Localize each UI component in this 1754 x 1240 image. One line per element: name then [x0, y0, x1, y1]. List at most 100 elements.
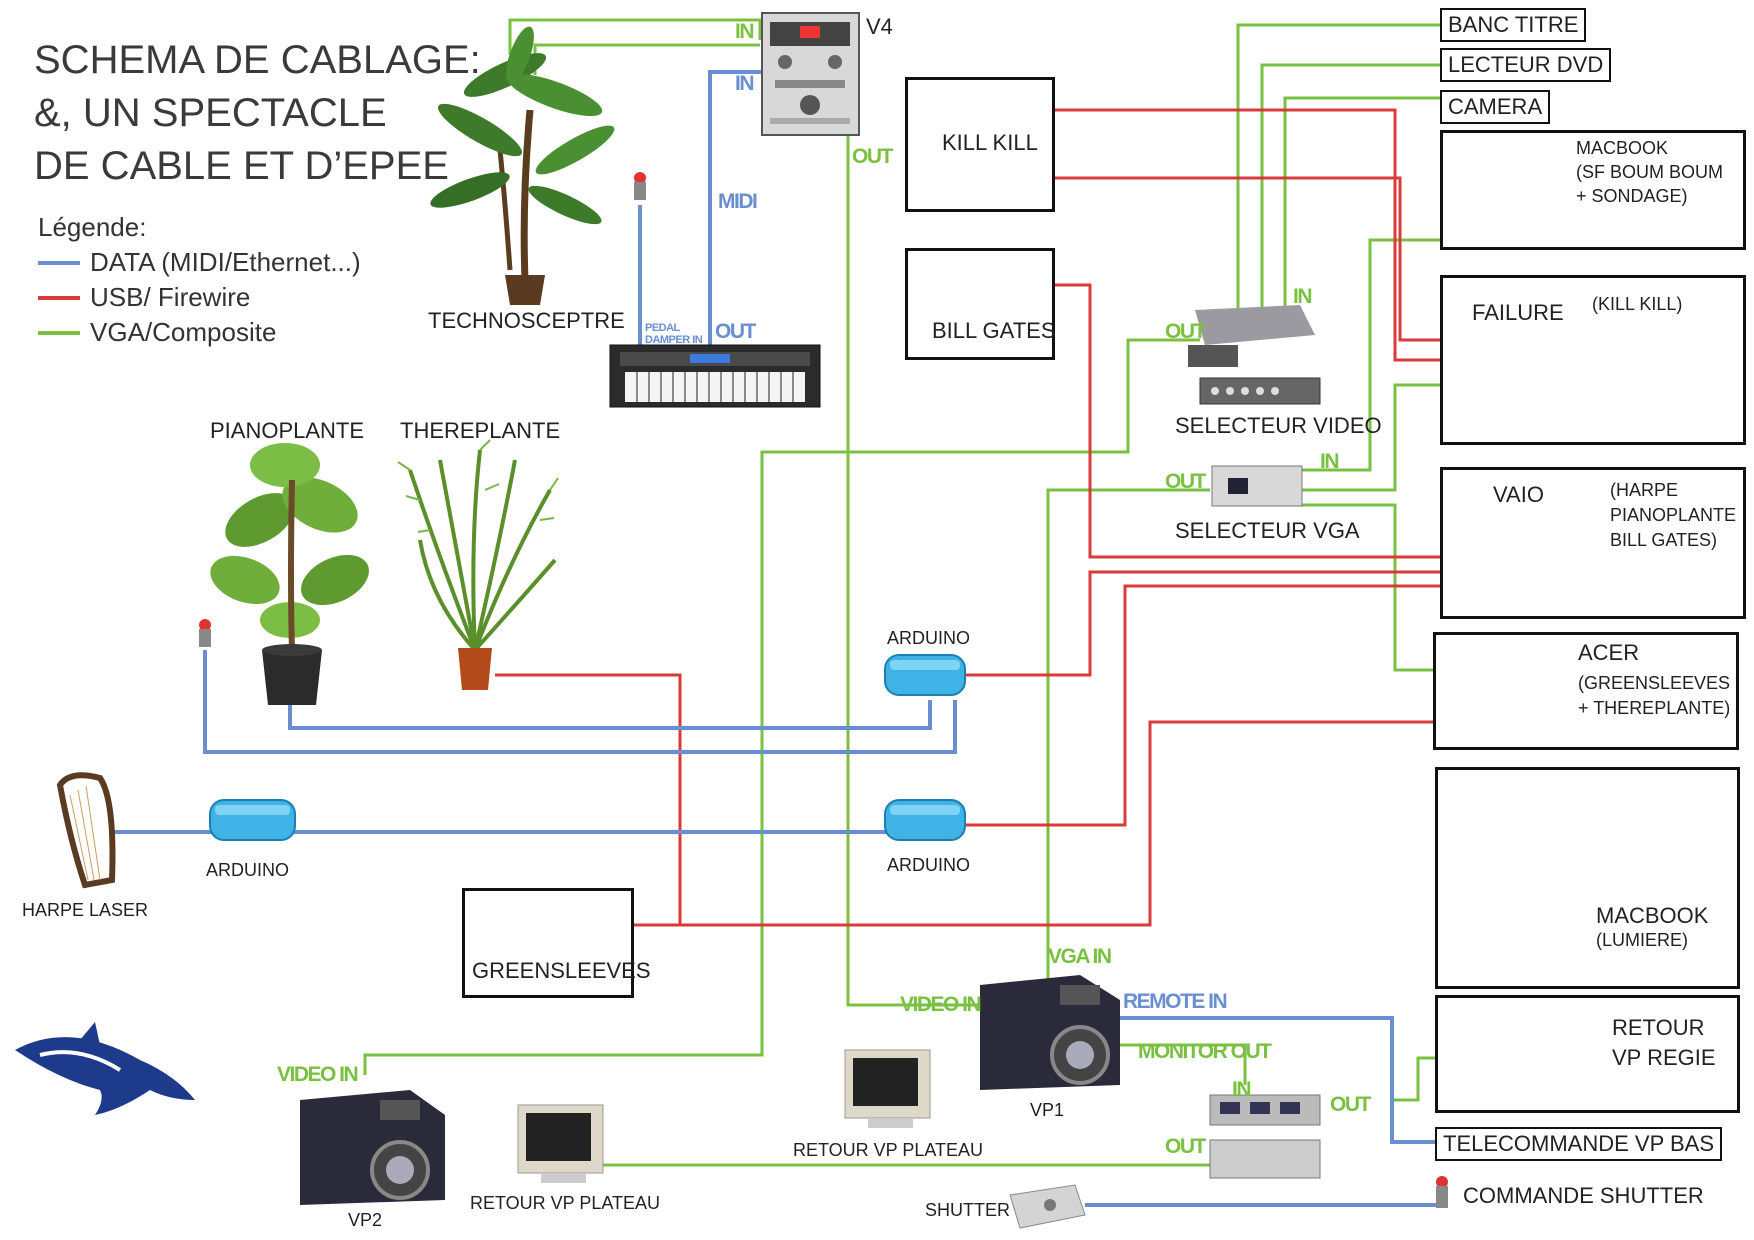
banc-titre-label: BANC TITRE: [1440, 8, 1587, 42]
cable-pianoplante-arduino: [288, 700, 932, 730]
selecteur-vga-device: [1211, 465, 1303, 507]
cable-selecteur-video-vp2: [363, 338, 1200, 1075]
vaio-note1: (HARPE: [1610, 480, 1679, 500]
cable-lecteur-dvd: [1260, 63, 1440, 310]
selecteur-video-label: SELECTEUR VIDEO: [1175, 413, 1382, 438]
legend-item-vga: VGA/Composite: [38, 315, 361, 350]
arduino-label-2: ARDUINO: [887, 855, 971, 875]
shutter-device: [1009, 1184, 1086, 1229]
port-selecteur-video-in: IN: [1293, 285, 1313, 308]
vaio-label: VAIO: [1493, 482, 1544, 507]
harpe-laser-label: HARPE LASER: [22, 900, 149, 920]
cable-thereplante-acer: [495, 673, 682, 925]
vaio-note2: PIANOPLANTE: [1610, 505, 1737, 525]
vp2-projector: [300, 1090, 445, 1205]
arduino-label-3: ARDUINO: [206, 860, 290, 880]
cable-selecteur-vga-vp1: [1046, 488, 1210, 980]
port-pedal-1: PEDAL: [645, 322, 680, 334]
technosceptre-label: TECHNOSCEPTRE: [428, 308, 625, 333]
selecteur-video-device: [1188, 305, 1321, 405]
lecteur-dvd-label: LECTEUR DVD: [1440, 48, 1612, 82]
technosceptre-plant: [430, 26, 615, 305]
cable-midi: [708, 70, 762, 355]
macbook-lumiere-box: [1435, 767, 1740, 989]
bill-gates-box: [905, 248, 1055, 360]
v4-label: V4: [866, 14, 893, 39]
pianoplante-label: PIANOPLANTE: [210, 418, 365, 443]
failure-label: FAILURE: [1472, 300, 1564, 325]
cable-v4-vp1-video: [846, 130, 985, 1007]
greensleeves-box: [462, 888, 634, 998]
push-button-small: [634, 172, 646, 200]
port-vp1-vga-in: VGA IN: [1048, 945, 1112, 968]
retour-vp-plateau-label-2: RETOUR VP PLATEAU: [470, 1193, 661, 1213]
legend-swatch-data: [38, 260, 80, 265]
vga-splitter-device: [1209, 1094, 1321, 1179]
macbook1-title: MACBOOK: [1576, 138, 1669, 158]
port-v4-out: OUT: [852, 145, 893, 168]
telecommande-label: TELECOMMANDE VP BAS: [1435, 1127, 1722, 1161]
retour-vp-plateau-label-1: RETOUR VP PLATEAU: [793, 1140, 984, 1160]
diagram-title: SCHEMA DE CABLAGE: &, UN SPECTACLE DE CA…: [34, 34, 481, 193]
cable-greensleeves-acer: [600, 720, 1465, 927]
vaio-box: [1440, 467, 1746, 619]
port-splitter-out-1: OUT: [1330, 1093, 1371, 1116]
legend-swatch-vga: [38, 330, 80, 335]
vaio-note3: BILL GATES): [1610, 530, 1718, 550]
cable-technosceptre-v4-a: [508, 18, 762, 55]
arduino-label-1: ARDUINO: [887, 628, 971, 648]
failure-box: [1440, 275, 1746, 445]
port-synth-out: OUT: [715, 320, 756, 343]
port-v4-in-2: IN: [735, 72, 755, 95]
port-vp1-video-in: VIDEO IN: [900, 993, 982, 1016]
vp1-label: VP1: [1030, 1100, 1065, 1120]
port-v4-in-1: IN: [735, 20, 755, 43]
synth-keyboard: [609, 344, 821, 408]
vga-composite-cables: [363, 18, 1492, 1167]
port-vp2-video-in: VIDEO IN: [277, 1063, 359, 1086]
arduino-box-2: [884, 799, 966, 841]
acer-label: ACER: [1578, 640, 1640, 665]
retour-plateau-crt-1: [844, 1049, 931, 1128]
failure-note: (KILL KILL): [1592, 294, 1683, 314]
retour-regie-label-2: VP REGIE: [1612, 1045, 1716, 1070]
pianoplante-plant: [210, 443, 369, 705]
port-selecteur-video-out: OUT: [1165, 320, 1206, 343]
cable-failure-selecteur-vga: [1300, 383, 1475, 492]
greensleeves-label: GREENSLEEVES: [472, 958, 651, 983]
macbook2-title: MACBOOK: [1596, 903, 1709, 928]
cable-bouton-arduino: [203, 650, 957, 754]
cable-camera: [1283, 96, 1440, 310]
port-selecteur-vga-out: OUT: [1165, 470, 1206, 493]
kill-kill-box: [905, 77, 1055, 212]
port-splitter-out-2: OUT: [1165, 1135, 1206, 1158]
vp2-label: VP2: [348, 1210, 383, 1230]
bill-gates-label: BILL GATES: [932, 318, 1056, 343]
macbook1-sub1: (SF BOUM BOUM: [1576, 162, 1723, 182]
cable-arduino-vaio-2: [965, 584, 1465, 827]
port-pedal-2: DAMPER IN: [645, 334, 703, 346]
port-splitter-in: IN: [1232, 1078, 1252, 1101]
macbook2-note: (LUMIERE): [1596, 930, 1689, 950]
legend-item-data: DATA (MIDI/Ethernet...): [38, 245, 361, 280]
legend-heading: Légende:: [38, 212, 147, 242]
port-midi: MIDI: [718, 190, 758, 213]
retour-regie-label-1: RETOUR: [1612, 1015, 1705, 1040]
legend: Légende: DATA (MIDI/Ethernet...) USB/ Fi…: [38, 210, 361, 350]
harpe-laser: [56, 772, 116, 889]
cable-remote-in: [1120, 1016, 1440, 1144]
legend-label-vga: VGA/Composite: [90, 317, 277, 347]
cable-vp1-monitor-splitter: [1120, 1043, 1247, 1085]
title-line-3: DE CABLE ET D’EPEE: [34, 144, 449, 188]
cable-bill-gates: [1025, 283, 1465, 559]
acer-note2: + THEREPLANTE): [1578, 698, 1731, 718]
push-button-pianoplante: [199, 619, 211, 647]
kill-kill-label: KILL KILL: [942, 130, 1038, 155]
retour-regie-box: [1435, 995, 1740, 1113]
macbook1-sub2: + SONDAGE): [1576, 186, 1688, 206]
port-selecteur-vga-in: IN: [1320, 450, 1340, 473]
legend-label-data: DATA (MIDI/Ethernet...): [90, 247, 361, 277]
camera-label: CAMERA: [1440, 90, 1551, 124]
legend-label-usb: USB/ Firewire: [90, 282, 251, 312]
commande-shutter-label: COMMANDE SHUTTER: [1463, 1183, 1704, 1208]
